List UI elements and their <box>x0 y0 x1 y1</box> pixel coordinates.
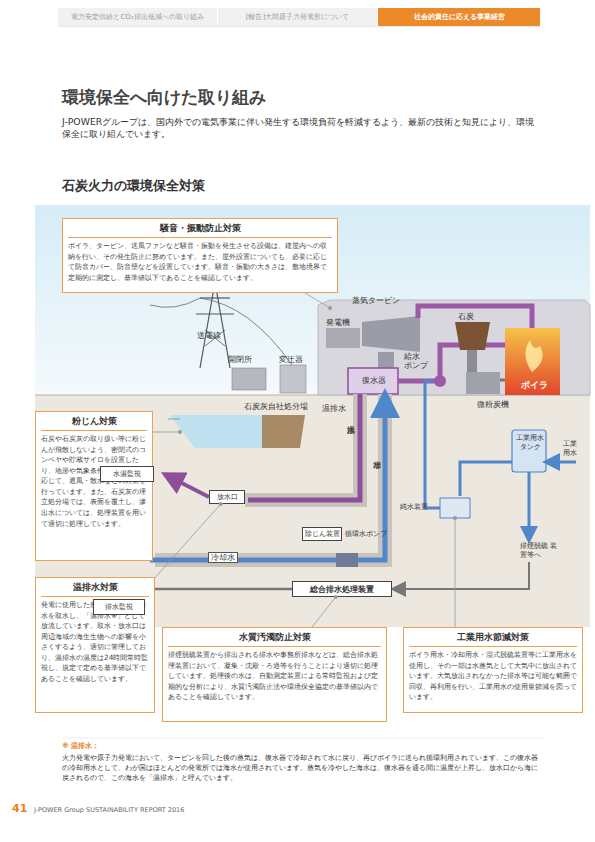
turbine-exhaust <box>378 352 394 368</box>
section-tab: 社会的責任に応える事業経営 <box>378 8 540 26</box>
callout-heading: 水質汚濁防止対策 <box>168 631 381 647</box>
footnote-rule <box>62 738 545 739</box>
feed-pump <box>434 375 446 387</box>
part-label: 循環水ポンプ <box>345 530 387 539</box>
process-band: 総合排水処理装置 <box>292 581 392 597</box>
part-label: 微粉炭機 <box>477 400 509 409</box>
box-text: 排水監視 <box>105 602 133 612</box>
callout-box: 温排水対策発電に使用した蒸気の冷却用に海水を取水し、「温排水※」として放流してい… <box>35 577 155 713</box>
leader-line <box>153 432 180 433</box>
leader-connector <box>312 597 336 627</box>
callout-heading: 騒音・振動防止対策 <box>68 222 332 238</box>
section-tab: 電力安定供給とCO₂排出低減への取り組み <box>58 8 218 26</box>
footnote-text: ※ 温排水： <box>62 742 99 751</box>
part-label: 石炭 <box>458 312 474 321</box>
section-heading: 石炭火力の環境保全対策 <box>62 178 205 194</box>
callout-box: 騒音・振動防止対策ボイラ、タービン、送風ファンなど騒音・振動を発生させる設備は、… <box>62 218 338 293</box>
box-text: 総合排水処理装置 <box>310 584 374 595</box>
callout-body: ボイラ、タービン、送風ファンなど騒音・振動を発生させる設備は、建屋内への収納を行… <box>68 241 332 283</box>
circulating-pump <box>336 553 358 567</box>
part-label: 工業 用水 <box>563 440 581 458</box>
flame <box>525 340 542 372</box>
part-label: 給水 ポンプ <box>404 352 430 371</box>
leader-dot <box>178 430 182 434</box>
coal-ash <box>262 415 305 448</box>
section-tab: [報告]大間原子力発電所について <box>218 8 378 26</box>
pulverizer <box>466 372 500 394</box>
leader-line <box>305 293 330 308</box>
coal-feed <box>500 379 505 382</box>
coal-hopper <box>455 322 490 350</box>
callout-heading: 工業用水節減対策 <box>409 631 577 647</box>
label-box: 放水口 <box>209 490 245 504</box>
page-title: 環境保全へ向けた取り組み <box>62 86 266 109</box>
power-line <box>150 298 292 365</box>
callout-heading: 粉じん対策 <box>41 415 147 431</box>
pond-water <box>170 415 262 448</box>
label-box: 水温監視 <box>100 466 154 482</box>
boiler <box>505 328 560 395</box>
tower-leg <box>200 282 215 368</box>
part-label: 排煙脱硫 装置等へ <box>520 542 562 560</box>
box-text: 放水口 <box>217 492 238 502</box>
box-text: 社会的責任に応える事業経営 <box>414 13 505 21</box>
transformer <box>280 365 306 393</box>
part-label: 冷却水 <box>208 552 238 563</box>
steam-turbine <box>362 316 420 352</box>
footnote-text: 41 <box>12 802 27 816</box>
part-label: ボイラ <box>521 380 548 391</box>
sky <box>35 205 590 395</box>
warm-water-outflow <box>168 476 209 497</box>
leader-connector <box>155 504 221 578</box>
leader-dot <box>334 595 338 599</box>
part-label: 石炭灰自社処分場 <box>244 402 308 411</box>
condenser <box>348 368 398 394</box>
industrial-water-in <box>548 461 576 464</box>
part-label: 復水器 <box>362 376 386 385</box>
part-label: 工業用水 タンク <box>513 434 547 452</box>
coal-chute <box>467 350 477 372</box>
callout-box: 粉じん対策石炭や石炭灰の取り扱い等に粉じんが飛散しないよう、密閉式のコンベヤや貯… <box>35 411 153 561</box>
leader-line <box>455 518 456 627</box>
callout-heading: 温排水対策 <box>41 581 149 597</box>
part-label: 変圧器 <box>279 355 303 364</box>
part-label: 純水装置 <box>400 503 428 512</box>
pure-water-pipe <box>425 381 440 508</box>
pure-water-unit <box>440 498 470 518</box>
box-text: 除じん装置 <box>305 529 340 539</box>
label-box: 除じん装置 <box>302 527 342 541</box>
part-label: 温排水 <box>322 404 346 413</box>
box-text: 水温監視 <box>113 469 141 479</box>
footnote-text: 火力発電や原子力発電において、タービンを回した後の蒸気は、復水器で冷却されて水に… <box>62 753 542 783</box>
generator <box>326 328 360 348</box>
wastewater-line <box>394 562 529 589</box>
leader-dot <box>219 502 223 506</box>
leader-dot <box>453 516 457 520</box>
switchyard <box>232 368 266 390</box>
part-label: 蒸気タービン <box>352 296 400 305</box>
building <box>318 300 590 395</box>
discharge-channel <box>245 394 360 500</box>
intro-text: J-POWERグループは、国内外での電気事業に伴い発生する環境負荷を軽減するよう… <box>62 116 542 139</box>
box-text: 電力安定供給とCO₂排出低減への取り組み <box>71 13 203 21</box>
tower-leg <box>215 282 230 368</box>
label-box: 排水監視 <box>93 599 145 615</box>
box-text: [報告]大間原子力発電所について <box>246 13 349 21</box>
callout-body: 排煙脱硫装置から排出される排水や事務所排水などは、総合排水処理装置において、凝集… <box>168 650 381 703</box>
callout-box: 工業用水節減対策ボイラ用水・冷却用水・湿式脱硫装置等に工業用水を使用し、その一部… <box>403 627 583 713</box>
part-label: 発電機 <box>326 318 350 327</box>
tower-arm <box>196 313 234 314</box>
fgd-water-pipe <box>528 472 531 538</box>
leader-dot <box>328 306 332 310</box>
part-label: 送電線 <box>197 331 221 340</box>
water-mark <box>168 419 180 420</box>
callout-box: 水質汚濁防止対策排煙脱硫装置から排出される排水や事務所排水などは、総合排水処理装… <box>162 627 387 722</box>
water-pipe <box>460 462 512 496</box>
callout-body: ボイラ用水・冷却用水・湿式脱硫装置等に工業用水を使用し、その一部は水蒸気として大… <box>409 650 577 703</box>
water-tank <box>512 430 546 472</box>
footnote-text: J-POWER Group SUSTAINABILITY REPORT 2016 <box>34 806 184 814</box>
part-label: 開閉所 <box>228 355 252 364</box>
